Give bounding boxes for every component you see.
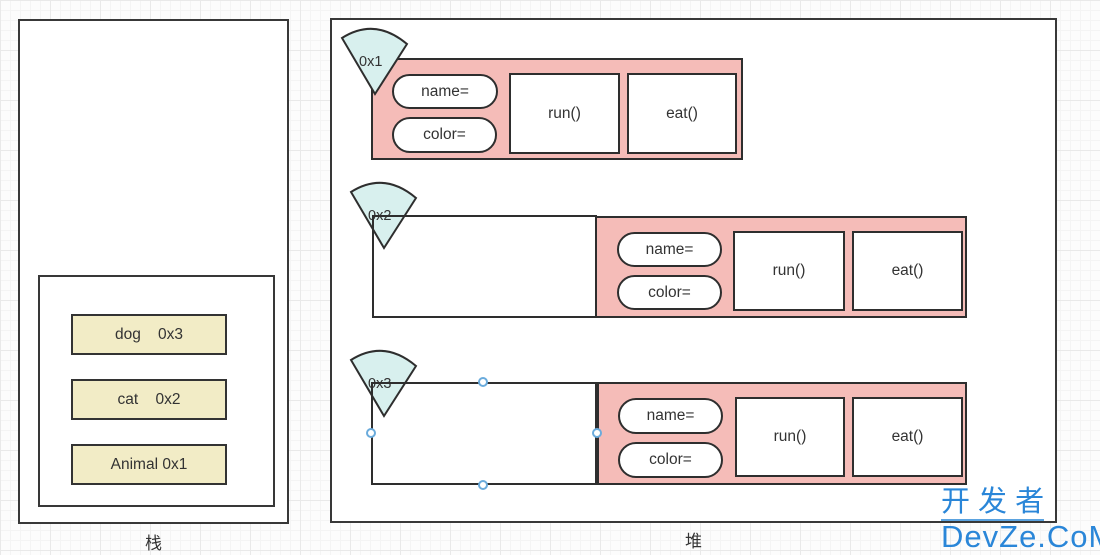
watermark-domain-text: DevZe.CoM: [941, 519, 1100, 554]
field-label: color=: [423, 126, 466, 143]
object-address-fan-0x1[interactable]: 0x1: [339, 24, 409, 96]
method-eat-box[interactable]: eat(): [627, 73, 737, 154]
method-label: run(): [772, 262, 806, 279]
method-label: eat(): [891, 428, 924, 445]
field-color-pill[interactable]: color=: [618, 442, 723, 478]
field-color-pill[interactable]: color=: [617, 275, 722, 310]
watermark-cn-text: 开 发 者: [941, 488, 1045, 521]
fan-address-label: 0x1: [359, 54, 383, 70]
selection-handle-bottom[interactable]: [478, 480, 488, 490]
fan-icon: [340, 27, 409, 96]
field-name-pill[interactable]: name=: [617, 232, 722, 267]
fan-address-label: 0x3: [368, 376, 392, 392]
selection-handle-left[interactable]: [366, 428, 376, 438]
stack-item-animal[interactable]: Animal 0x1: [71, 444, 227, 485]
stack-item-label: Animal 0x1: [110, 455, 188, 473]
field-label: name=: [645, 240, 694, 258]
field-color-pill[interactable]: color=: [392, 117, 497, 153]
stack-item-label: dog 0x3: [114, 325, 184, 343]
watermark: 开 发 者 DevZe.CoM: [941, 488, 1100, 552]
selection-handle-top[interactable]: [478, 377, 488, 387]
heap-caption: 堆: [685, 532, 702, 551]
stack-item-label: cat 0x2: [117, 390, 181, 408]
method-label: eat(): [666, 104, 698, 122]
method-label: run(): [773, 428, 807, 445]
field-label: color=: [648, 283, 691, 301]
field-label: color=: [649, 451, 692, 468]
selection-handle-right[interactable]: [592, 428, 602, 438]
stack-item-cat[interactable]: cat 0x2: [71, 379, 227, 420]
field-label: name=: [646, 407, 695, 424]
stack-item-dog[interactable]: dog 0x3: [71, 314, 227, 355]
method-eat-box[interactable]: eat(): [852, 397, 963, 477]
field-name-pill[interactable]: name=: [618, 398, 723, 434]
method-run-box[interactable]: run(): [733, 231, 845, 311]
method-run-box[interactable]: run(): [509, 73, 620, 154]
subclass-space-box[interactable]: [371, 382, 597, 485]
field-label: name=: [421, 82, 469, 100]
method-label: run(): [548, 104, 581, 122]
method-run-box[interactable]: run(): [735, 397, 845, 477]
method-label: eat(): [891, 262, 924, 279]
stack-caption: 栈: [145, 534, 162, 553]
subclass-space-box[interactable]: [372, 215, 597, 318]
field-name-pill[interactable]: name=: [392, 74, 498, 109]
method-eat-box[interactable]: eat(): [852, 231, 963, 311]
